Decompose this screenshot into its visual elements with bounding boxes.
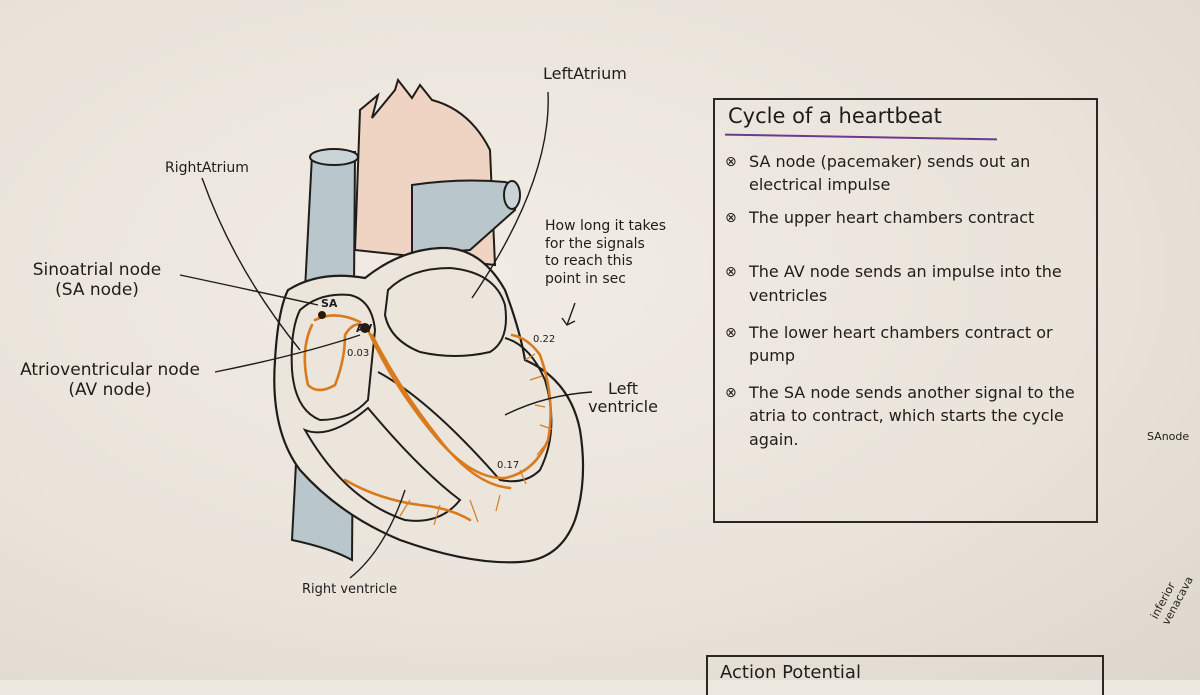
- bullet-icon: ⊗: [725, 324, 737, 341]
- time-av: 0.03: [347, 348, 370, 359]
- av-node-dot: [360, 323, 370, 333]
- label-av-node-abbr: (AV node): [68, 380, 152, 401]
- cycle-step: ⊗ The SA node sends another signal to th…: [725, 381, 1095, 451]
- timing-note-line: for the signals: [545, 235, 645, 252]
- label-av-node-name: Atrioventricular node: [20, 360, 200, 380]
- cycle-step: ⊗ The AV node sends an impulse into the …: [725, 260, 1095, 306]
- left-atrium-chamber: [383, 266, 507, 357]
- tag-sa: SA: [321, 297, 338, 310]
- bullet-icon: ⊗: [725, 154, 737, 170]
- sa-node-dot: [318, 311, 326, 319]
- pulmonary-artery-end: [503, 180, 521, 210]
- label-left-ventricle: Left ventricle: [588, 380, 658, 415]
- cycle-step: ⊗ The lower heart chambers contract or p…: [725, 321, 1095, 367]
- paper-background: [0, 0, 1200, 680]
- cycle-step-text: The upper heart chambers contract: [749, 208, 1035, 228]
- label-sa-node-abbr: (SA node): [55, 280, 139, 301]
- cycle-step-text: SA node (pacemaker) sends out an electri…: [749, 152, 1031, 195]
- time-apex: 0.22: [533, 334, 556, 345]
- edge-label-sa-node: SAnode: [1147, 430, 1190, 443]
- cycle-steps: ⊗ SA node (pacemaker) sends out an elect…: [725, 150, 1095, 469]
- action-potential-box: [706, 655, 1104, 695]
- label-av-node: Atrioventricular node (AV node): [15, 360, 205, 401]
- purkinje-fibers: [399, 353, 553, 526]
- cycle-step: ⊗ SA node (pacemaker) sends out an elect…: [725, 150, 1095, 196]
- cycle-step-text: The lower heart chambers contract or pum…: [749, 322, 1053, 365]
- conduction-system: [303, 314, 552, 522]
- left-ventricle-chamber: [377, 337, 553, 483]
- label-right-atrium: RightAtrium: [165, 160, 249, 176]
- timing-note-line: point in sec: [545, 270, 626, 287]
- vena-cava-top: [309, 148, 359, 166]
- bullet-icon: ⊗: [725, 210, 737, 227]
- timing-note-line: to reach this: [545, 253, 633, 269]
- label-left-ventricle-line1: Left: [607, 379, 639, 398]
- heart-diagram: [179, 77, 593, 579]
- tag-av: AV: [356, 322, 373, 335]
- time-bottom: 0.17: [497, 460, 520, 471]
- cycle-step: ⊗ The upper heart chambers contract: [725, 206, 1095, 230]
- right-atrium-chamber: [290, 293, 377, 422]
- cycle-step-text: The AV node sends an impulse into the ve…: [749, 262, 1062, 305]
- right-ventricle-chamber: [302, 406, 462, 522]
- label-left-atrium: LeftAtrium: [543, 64, 627, 83]
- cycle-step-text: The SA node sends another signal to the …: [749, 383, 1075, 449]
- label-sa-node: Sinoatrial node (SA node): [22, 260, 172, 301]
- bullet-icon: ⊗: [725, 264, 737, 281]
- timing-note-line: How long it takes: [545, 218, 667, 234]
- label-sa-node-name: Sinoatrial node: [32, 260, 162, 280]
- action-potential-title: Action Potential: [720, 662, 861, 683]
- label-right-ventricle: Right ventricle: [302, 582, 398, 597]
- leader-lines: [179, 91, 593, 579]
- pulmonary-artery: [411, 179, 520, 257]
- timing-note: How long it takes for the signals to rea…: [545, 218, 666, 288]
- cycle-title: Cycle of a heartbeat: [728, 104, 942, 128]
- bullet-icon: ⊗: [725, 385, 737, 402]
- label-left-ventricle-line2: ventricle: [588, 396, 658, 416]
- cycle-box: [713, 98, 1098, 523]
